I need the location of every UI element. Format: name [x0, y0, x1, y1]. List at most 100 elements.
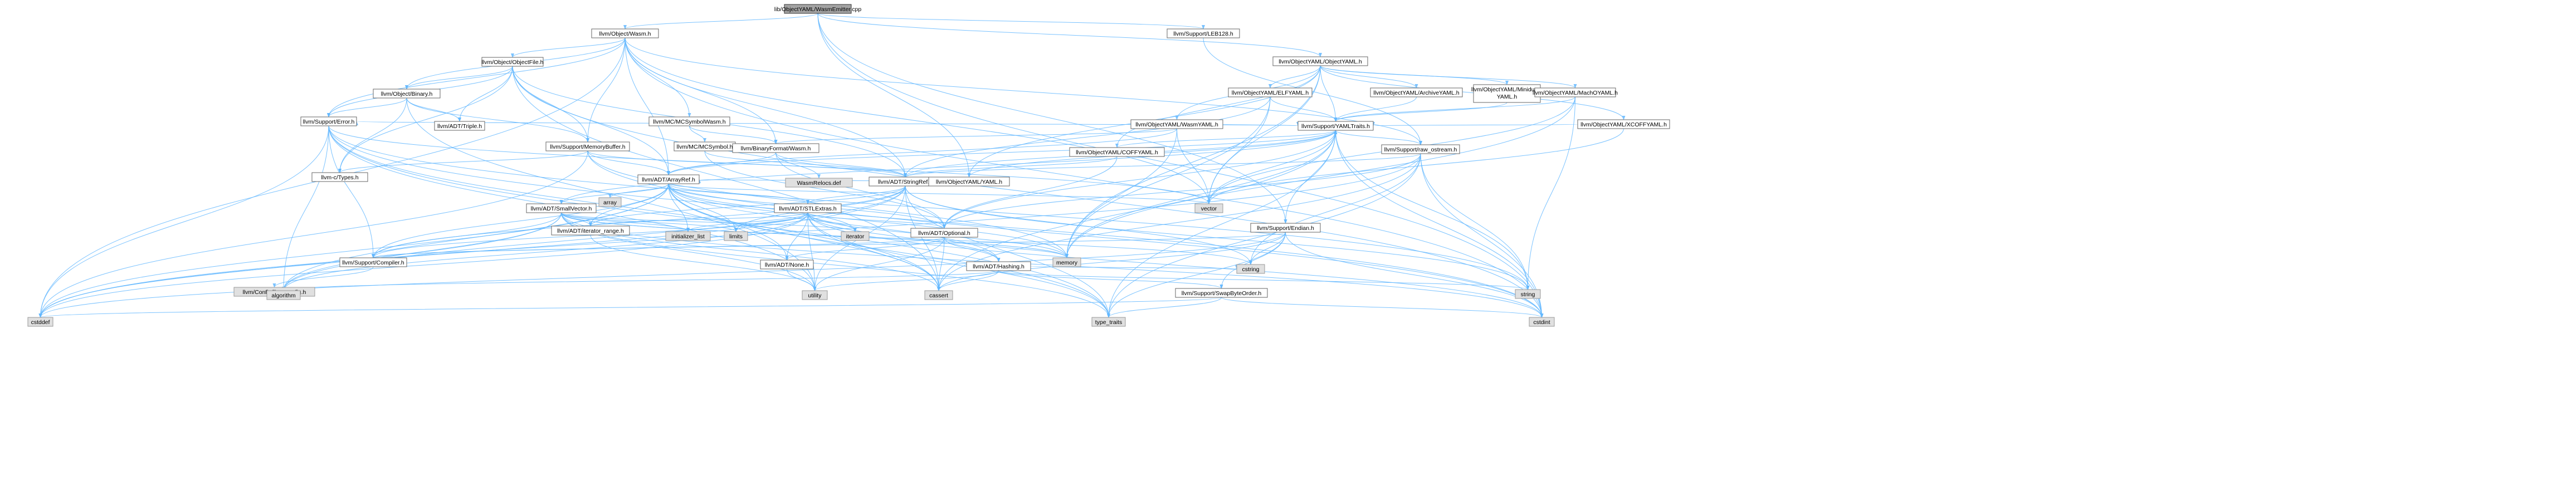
node-initializer-list[interactable]: initializer_list [665, 231, 711, 241]
node-stlextras[interactable]: llvm/ADT/STLExtras.h [774, 203, 842, 213]
edge-binary-to-memorybuffer [406, 97, 589, 143]
edge-coffyaml-to-yamltraits [1116, 130, 1338, 148]
edge-object_wasm-to-vector [625, 37, 1211, 204]
node-box-cstddef [27, 317, 53, 327]
edge-hashing-to-cstring [1030, 265, 1238, 270]
node-box-type-traits [1091, 317, 1126, 327]
edge-stringref-to-iterator_range [589, 185, 906, 227]
node-label-c-types: llvm-c/Types.h [321, 174, 358, 181]
edge-stlextras-to-iterator [807, 212, 857, 232]
edge-raw_ostream-to-cstdint [1420, 153, 1544, 318]
node-object-wasm[interactable]: llvm/Object/Wasm.h [591, 28, 659, 38]
node-iterator[interactable]: iterator [841, 231, 870, 241]
node-algorithm[interactable]: algorithm [266, 290, 301, 300]
node-label-adt-triple: llvm/ADT/Triple.h [437, 123, 482, 130]
edge-coffyaml-to-stringref [904, 156, 1118, 178]
node-raw-ostream[interactable]: llvm/Support/raw_ostream.h [1381, 144, 1460, 154]
node-box-objectfile [481, 57, 544, 67]
node-adt-none[interactable]: llvm/ADT/None.h [760, 259, 814, 270]
edge-stlextras-to-utility [807, 212, 817, 291]
edge-endian-to-compiler [372, 232, 1286, 258]
edge-support_error-to-string [328, 125, 1530, 290]
node-mc-symbolwasm[interactable]: llvm/MC/MCSymbolWasm.h [648, 116, 730, 126]
edge-stlextras-to-algorithm [282, 212, 808, 291]
node-box-stlextras [774, 203, 842, 213]
node-machoyaml[interactable]: llvm/ObjectYAML/MachOYAML.h [1533, 87, 1618, 97]
node-wasmyaml[interactable]: llvm/ObjectYAML/WasmYAML.h [1130, 119, 1223, 129]
node-objectfile[interactable]: llvm/Object/ObjectFile.h [481, 57, 544, 67]
node-label-objectfile: llvm/Object/ObjectFile.h [482, 59, 544, 66]
edge-optional-to-utility [813, 237, 945, 291]
node-memory[interactable]: memory [1052, 257, 1081, 267]
node-smallvector[interactable]: llvm/ADT/SmallVector.h [526, 203, 597, 213]
edge-wasmyaml-to-vector [1177, 128, 1211, 204]
edge-object_wasm-to-binaryformat_wasm [625, 37, 778, 144]
node-array[interactable]: array [598, 197, 622, 207]
node-box-c-types [311, 172, 368, 182]
edge-wasmyaml-to-binaryformat_wasm [774, 128, 1177, 144]
node-cassert[interactable]: cassert [924, 290, 953, 300]
node-endian[interactable]: llvm/Support/Endian.h [1250, 223, 1321, 233]
node-binary[interactable]: llvm/Object/Binary.h [373, 89, 441, 99]
node-box-compiler [339, 257, 407, 267]
node-c-types[interactable]: llvm-c/Types.h [311, 172, 368, 182]
node-cstdint[interactable]: cstdint [1529, 317, 1555, 327]
edge-support_error-to-type_traits [328, 125, 1110, 318]
node-support-error[interactable]: llvm/Support/Error.h [300, 116, 357, 126]
node-swapbyteorder[interactable]: llvm/Support/SwapByteOrder.h [1175, 288, 1268, 298]
node-box-objectyaml [1272, 56, 1368, 66]
node-optional[interactable]: llvm/ADT/Optional.h [910, 228, 978, 238]
node-hashing[interactable]: llvm/ADT/Hashing.h [966, 261, 1031, 271]
node-label-support-error: llvm/Support/Error.h [303, 119, 355, 125]
node-xcoffyaml[interactable]: llvm/ObjectYAML/XCOFFYAML.h [1577, 119, 1670, 129]
node-box-iterator [841, 231, 870, 241]
edge-arrayref-to-smallvector [559, 183, 669, 204]
node-compiler[interactable]: llvm/Support/Compiler.h [339, 257, 407, 267]
edge-yamltraits-to-memory [1065, 130, 1336, 258]
node-memorybuffer[interactable]: llvm/Support/MemoryBuffer.h [545, 141, 630, 151]
edge-arrayref-to-initializer_list [668, 183, 690, 232]
edge-objectfile-to-cstdint [512, 66, 1544, 318]
node-objectyaml[interactable]: llvm/ObjectYAML/ObjectYAML.h [1272, 56, 1368, 66]
node-box-memory [1052, 257, 1081, 267]
node-box-utility [802, 290, 828, 300]
edge-stlextras-to-type_traits [807, 212, 1110, 318]
node-box-array [598, 197, 622, 207]
node-leb128[interactable]: llvm/Support/LEB128.h [1167, 28, 1240, 38]
node-coffyaml[interactable]: llvm/ObjectYAML/COFFYAML.h [1069, 147, 1165, 157]
node-label-vector: vector [1201, 205, 1217, 212]
node-string[interactable]: string [1515, 289, 1541, 299]
node-binaryformat-wasm[interactable]: llvm/BinaryFormat/Wasm.h [732, 143, 819, 153]
node-yamltraits[interactable]: llvm/Support/YAMLTraits.h [1297, 121, 1374, 131]
edge-endian-to-cstdint [1285, 232, 1544, 318]
node-box-adt-triple [434, 121, 485, 131]
node-iterator-range[interactable]: llvm/ADT/iterator_range.h [551, 226, 630, 236]
edge-yamltraits-to-optional [943, 130, 1336, 229]
edge-arrayref-to-compiler [372, 183, 669, 258]
node-cstddef[interactable]: cstddef [27, 317, 53, 327]
node-label-yamlutil: llvm/ObjectYAML/YAML.h [936, 179, 1002, 185]
node-type-traits[interactable]: type_traits [1091, 317, 1126, 327]
node-label-binaryformat-wasm: llvm/BinaryFormat/Wasm.h [741, 145, 811, 152]
node-wasmrelocs[interactable]: WasmRelocs.def [785, 178, 853, 188]
node-archiveyaml[interactable]: llvm/ObjectYAML/ArchiveYAML.h [1370, 87, 1463, 97]
node-vector[interactable]: vector [1194, 203, 1223, 213]
node-label-wasmrelocs: WasmRelocs.def [797, 180, 841, 187]
node-arrayref[interactable]: llvm/ADT/ArrayRef.h [637, 174, 700, 184]
edge-binaryformat_wasm-to-stringref [775, 152, 907, 178]
edge-smallvector-to-memory [561, 212, 1069, 258]
node-utility[interactable]: utility [802, 290, 828, 300]
node-stringref[interactable]: llvm/ADT/StringRef.h [869, 177, 942, 187]
edge-objectfile-to-memorybuffer [512, 66, 589, 143]
node-limits[interactable]: limits [724, 231, 748, 241]
node-mc-symbol[interactable]: llvm/MC/MCSymbol.h [674, 141, 736, 151]
node-elfyaml[interactable]: llvm/ObjectYAML/ELFYAML.h [1228, 87, 1313, 97]
node-root[interactable]: lib/ObjectYAML/WasmEmitter.cpp [774, 4, 862, 14]
node-cstring[interactable]: cstring [1236, 264, 1265, 274]
node-label-adt-none: llvm/ADT/None.h [765, 262, 809, 268]
node-box-limits [724, 231, 748, 241]
node-adt-triple[interactable]: llvm/ADT/Triple.h [434, 121, 485, 131]
edge-compiler-to-config [272, 266, 374, 288]
node-yamlutil[interactable]: llvm/ObjectYAML/YAML.h [928, 177, 1010, 187]
